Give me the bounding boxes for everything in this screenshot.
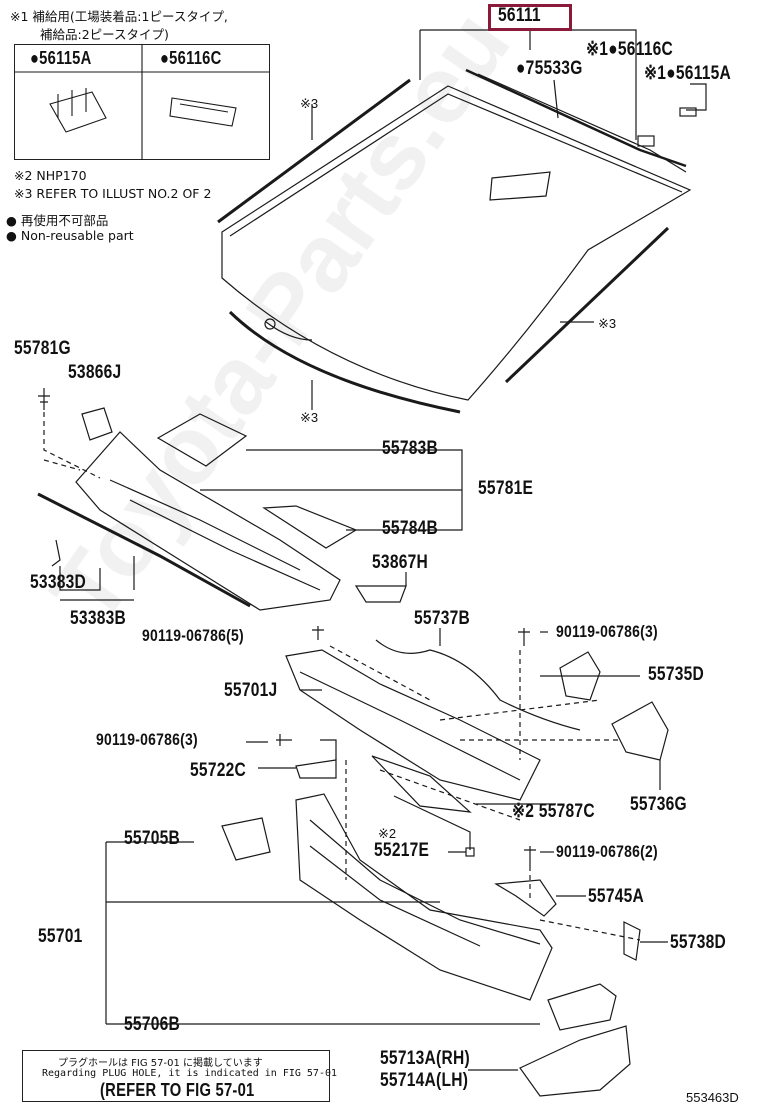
note-1-line-1: ※1 補給用(工場装着品:1ピースタイプ, [10, 9, 228, 24]
louver-55783b [156, 413, 248, 467]
part-55787c[interactable]: ※2 55787C [512, 801, 595, 822]
part-55713a[interactable]: 55713A(RH) [380, 1048, 470, 1069]
reference-line-3[interactable]: (REFER TO FIG 57-01 [100, 1080, 255, 1100]
note-3: ※3 REFER TO ILLUST NO.2 OF 2 [14, 186, 212, 201]
ref3-top: ※3 [300, 96, 319, 111]
part-56115a[interactable]: ※1●56115A [644, 63, 732, 84]
part-55745a[interactable]: 55745A [588, 886, 645, 907]
highlight-box [488, 4, 572, 31]
cowl-panel-55701 [295, 793, 553, 1001]
part-55737b[interactable]: 55737B [414, 608, 471, 629]
part-75533g[interactable]: ●75533G [516, 58, 583, 79]
part-90119-a[interactable]: 90119-06786(5) [142, 626, 244, 645]
part-55784b[interactable]: 55784B [382, 518, 439, 539]
part-55781g[interactable]: 55781G [14, 338, 71, 359]
reference-line-2: Regarding PLUG HOLE, it is indicated in … [42, 1068, 338, 1079]
part-55735d[interactable]: 55735D [648, 664, 705, 685]
reference-line-1: プラグホールは FIG 57-01 に掲載しています [58, 1058, 263, 1069]
inset-box [14, 44, 270, 160]
part-90119-c[interactable]: 90119-06786(3) [96, 730, 198, 749]
part-55722c[interactable]: 55722C [190, 760, 247, 781]
cowl-side-55701j [285, 649, 541, 801]
part-90119-d[interactable]: 90119-06786(2) [556, 842, 658, 861]
non-reusable-jp: ● 再使用不可部品 [6, 213, 109, 228]
part-55217e[interactable]: 55217E [374, 840, 430, 861]
part-56111[interactable]: 56111 [498, 5, 541, 26]
part-55714a[interactable]: 55714A(LH) [380, 1070, 469, 1091]
part-55701j[interactable]: 55701J [224, 680, 278, 701]
reference-box [22, 1050, 330, 1102]
ref3-right: ※3 [598, 316, 617, 331]
part-55701[interactable]: 55701 [38, 926, 83, 947]
part-55217e-mark: ※2 [378, 826, 397, 841]
part-53867h[interactable]: 53867H [372, 552, 429, 573]
part-55738d[interactable]: 55738D [670, 932, 727, 953]
note-2: ※2 NHP170 [14, 168, 87, 183]
part-53383d[interactable]: 53383D [30, 572, 87, 593]
non-reusable-en: ● Non-reusable part [6, 228, 134, 243]
inset-right-label: ●56116C [160, 48, 222, 68]
cowl-top-panel [75, 431, 341, 611]
part-56116c[interactable]: ※1●56116C [586, 39, 674, 60]
windshield-glass [221, 85, 692, 401]
part-55781e[interactable]: 55781E [478, 478, 534, 499]
weatherstrip [37, 492, 251, 608]
part-90119-b[interactable]: 90119-06786(3) [556, 622, 658, 641]
part-53383b[interactable]: 53383B [70, 608, 127, 629]
part-55783b[interactable]: 55783B [382, 438, 439, 459]
part-55705b[interactable]: 55705B [124, 828, 181, 849]
inset-left-label: ●56115A [30, 48, 92, 68]
ref3-bottom: ※3 [300, 410, 319, 425]
note-1-line-2: 補給品:2ピースタイプ) [40, 27, 169, 42]
part-55706b[interactable]: 55706B [124, 1014, 181, 1035]
part-55736g[interactable]: 55736G [630, 794, 687, 815]
washer-hose [375, 639, 581, 731]
diagram-id: 553463D [686, 1090, 739, 1105]
part-53866j[interactable]: 53866J [68, 362, 122, 383]
bracket-53866j [81, 407, 113, 441]
